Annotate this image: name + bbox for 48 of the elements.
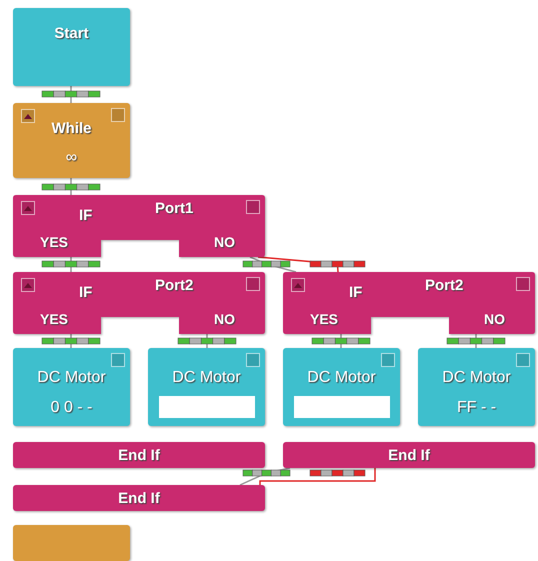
- motor-block: [283, 348, 400, 426]
- branch-label: NO: [214, 235, 235, 249]
- branch-label: YES: [40, 235, 68, 249]
- branch-label: YES: [40, 312, 68, 326]
- port-label: Port2: [155, 278, 194, 293]
- value-label: ∞: [66, 150, 78, 166]
- block-label: IF: [79, 285, 92, 300]
- end-block: [283, 442, 535, 468]
- motor-block: [148, 348, 265, 426]
- connector-line: [240, 467, 290, 486]
- if-block: [283, 272, 535, 334]
- branch-label: NO: [214, 312, 235, 326]
- block-label: Start: [54, 26, 89, 41]
- end-block: [13, 485, 265, 511]
- block-label: While: [52, 121, 92, 136]
- connector-line: [340, 334, 342, 348]
- block-label: DC Motor: [37, 370, 106, 386]
- connector-line: [70, 86, 72, 103]
- loop-block: [13, 103, 130, 178]
- connector-line: [70, 334, 72, 348]
- connector-line: [70, 178, 72, 195]
- block-label: End If: [118, 448, 160, 462]
- value-label: FF - -: [456, 400, 496, 416]
- connector-line: [258, 256, 339, 272]
- if-block: [13, 195, 265, 257]
- connector-line: [70, 257, 72, 272]
- connector-line: [250, 256, 296, 273]
- connector-line: [206, 334, 208, 348]
- block-label: DC Motor: [307, 370, 376, 386]
- if-block: [13, 272, 265, 334]
- port-label: Port2: [425, 278, 464, 293]
- block-label: End If: [388, 448, 430, 462]
- block-label: IF: [349, 285, 362, 300]
- connector-line: [475, 334, 477, 348]
- block: [13, 525, 130, 561]
- block-label: IF: [79, 208, 92, 223]
- value-label: 0 0 - -: [50, 400, 92, 416]
- start-block: [13, 8, 130, 86]
- branch-label: NO: [484, 312, 505, 326]
- block-label: DC Motor: [172, 370, 241, 386]
- branch-label: YES: [310, 312, 338, 326]
- motor-block: [418, 348, 535, 426]
- block-label: DC Motor: [442, 370, 511, 386]
- motor-block: [13, 348, 130, 426]
- block-label: End If: [118, 490, 160, 506]
- port-label: Port1: [155, 201, 194, 216]
- connector-line: [259, 468, 376, 485]
- end-block: [13, 442, 265, 468]
